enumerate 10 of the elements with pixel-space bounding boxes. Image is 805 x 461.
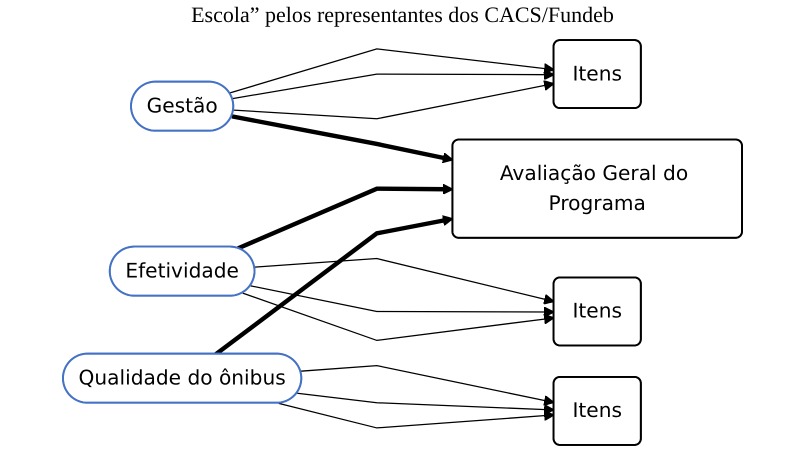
- arrow: [300, 364, 555, 406]
- arrow: [278, 402, 555, 429]
- arrow: [254, 258, 555, 305]
- arrow: [250, 285, 555, 318]
- arrow: [229, 48, 555, 94]
- arrow: [297, 392, 555, 416]
- arrow: [242, 292, 555, 342]
- diagram-title: Escola” pelos representantes dos CACS/Fundeb: [190, 1, 615, 29]
- arrow: [234, 80, 555, 120]
- arrow: [232, 69, 555, 100]
